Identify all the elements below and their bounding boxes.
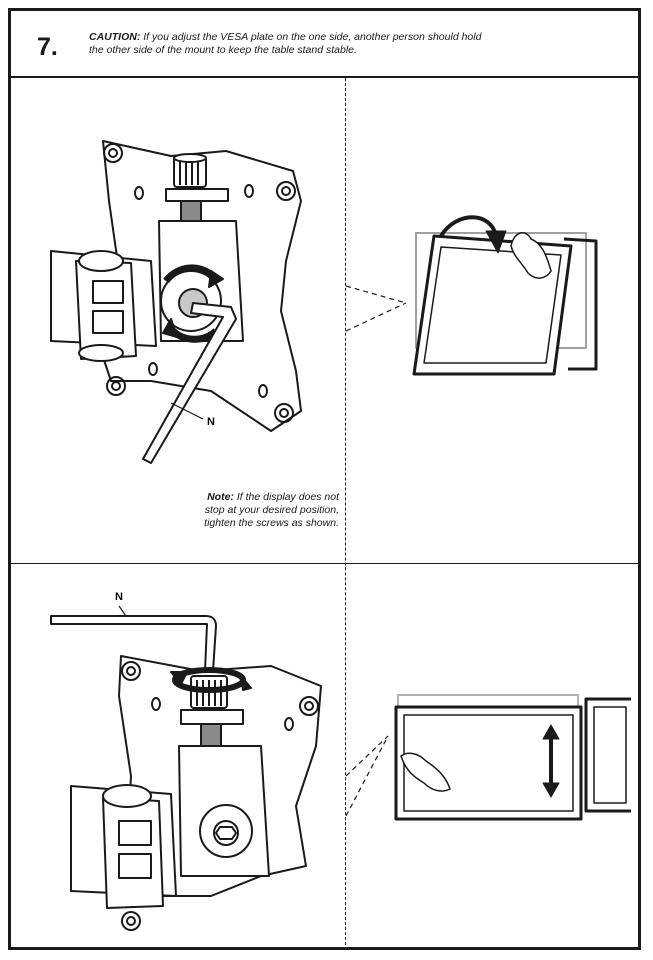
note-line-3: tighten the screws as shown. [204,517,339,529]
note-label: Note: [207,491,234,503]
step-number: 7. [37,33,58,61]
tilt-display-illustration [346,215,598,376]
caution-line-1: If you adjust the VESA plate on the one … [143,31,482,43]
note-line-1: If the display does not [236,491,339,503]
mount-pivot-illustration: N [50,140,302,464]
caution-text: CAUTION: If you adjust the VESA plate on… [89,31,619,57]
instruction-page-frame: 7. CAUTION: If you adjust the VESA plate… [8,8,641,950]
caution-label: CAUTION: [89,31,141,43]
caution-line-2: the other side of the mount to keep the … [89,44,357,56]
panel-divider-horizontal [11,563,638,564]
note-line-2: stop at your desired position, [204,504,339,516]
panel-divider-dashed [345,78,346,950]
step-header: 7. CAUTION: If you adjust the VESA plate… [11,11,638,78]
note-text: Note: If the display does not stop at yo… [149,491,339,530]
height-adjust-illustration [346,694,631,821]
mount-knob-illustration: N [50,591,322,931]
tool-label-top: N [207,416,215,428]
tool-label-bottom: N [115,591,123,603]
